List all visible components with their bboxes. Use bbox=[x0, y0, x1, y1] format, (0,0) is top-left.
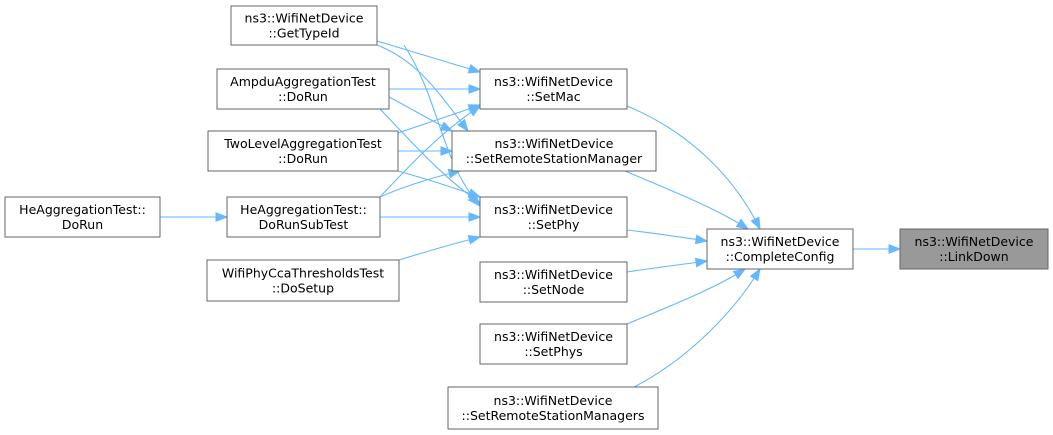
node-box bbox=[899, 228, 1049, 270]
node-box bbox=[479, 68, 628, 110]
edge-gettypeid-to-setmac bbox=[376, 40, 482, 74]
edge-setrsms-to-completeconfig bbox=[633, 267, 761, 388]
node-label-line: ::SetPhy bbox=[528, 217, 580, 232]
arrowhead-icon bbox=[467, 235, 482, 245]
node-label-line: HeAggregationTest:: bbox=[240, 202, 367, 217]
arrowhead-icon bbox=[468, 212, 482, 222]
node-box bbox=[226, 196, 381, 238]
edge-hesub-to-setrsm bbox=[379, 168, 462, 198]
node-label-line: ::GetTypeId bbox=[268, 26, 339, 41]
node-setrsms[interactable]: ns3::WifiNetDevice::SetRemoteStationMana… bbox=[447, 386, 659, 430]
node-box bbox=[479, 261, 628, 303]
node-label-line: ::LinkDown bbox=[939, 249, 1008, 264]
node-box bbox=[479, 323, 628, 365]
node-label-line: DoRun bbox=[62, 217, 103, 232]
arrowhead-icon bbox=[468, 84, 482, 94]
node-label-line: ns3::WifiNetDevice bbox=[721, 234, 840, 249]
node-hesub[interactable]: HeAggregationTest::DoRunSubTest bbox=[226, 196, 381, 238]
edge-setphy-to-completeconfig bbox=[626, 229, 709, 245]
arrowhead-icon bbox=[750, 216, 761, 231]
edge-ccathr-to-setphy bbox=[398, 235, 482, 261]
arrowhead-icon bbox=[749, 267, 761, 282]
arrowhead-icon bbox=[457, 118, 469, 133]
node-label-line: ns3::WifiNetDevice bbox=[494, 267, 613, 282]
arrowhead-icon bbox=[215, 212, 229, 222]
node-label-line: ns3::WifiNetDevice bbox=[915, 234, 1034, 249]
node-label-line: HeAggregationTest:: bbox=[19, 202, 146, 217]
node-label-line: ::CompleteConfig bbox=[726, 249, 835, 264]
node-setmac[interactable]: ns3::WifiNetDevice::SetMac bbox=[479, 68, 628, 110]
node-twolevel[interactable]: TwoLevelAggregationTest::DoRun bbox=[207, 130, 399, 172]
edge-hesub-to-setphy bbox=[380, 212, 482, 222]
arrowhead-icon bbox=[439, 121, 454, 132]
node-completeconfig[interactable]: ns3::WifiNetDevice::CompleteConfig bbox=[706, 228, 854, 270]
node-label-line: ::SetRemoteStationManagers bbox=[462, 408, 645, 423]
node-setphy[interactable]: ns3::WifiNetDevice::SetPhy bbox=[479, 196, 628, 238]
node-label-line: ::SetPhys bbox=[524, 344, 582, 359]
node-label-line: ::SetNode bbox=[523, 282, 585, 297]
arrowhead-icon bbox=[694, 234, 709, 245]
node-label-line: ::DoRun bbox=[278, 151, 328, 166]
edge-hesub-to-setmac bbox=[379, 105, 482, 198]
node-box bbox=[216, 68, 390, 110]
node-label-line: ::SetRemoteStationManager bbox=[466, 151, 643, 166]
node-box bbox=[230, 5, 378, 46]
node-label-line: TwoLevelAggregationTest bbox=[223, 136, 382, 151]
node-label-line: ::DoSetup bbox=[272, 281, 334, 296]
edge-setnode-to-completeconfig bbox=[626, 257, 709, 273]
node-linkdown: ns3::WifiNetDevice::LinkDown bbox=[899, 228, 1049, 270]
node-setnode[interactable]: ns3::WifiNetDevice::SetNode bbox=[479, 261, 628, 303]
node-label-line: ::SetMac bbox=[526, 89, 580, 104]
node-label-line: ::DoRun bbox=[278, 89, 328, 104]
nodes-layer: ns3::WifiNetDevice::LinkDownns3::WifiNet… bbox=[4, 5, 1049, 430]
node-box bbox=[451, 130, 657, 172]
node-label-line: ns3::WifiNetDevice bbox=[245, 11, 364, 26]
arrowhead-icon bbox=[888, 244, 902, 254]
node-box bbox=[706, 228, 854, 270]
edge-setrsm-to-completeconfig bbox=[624, 170, 750, 230]
arrowhead-icon bbox=[694, 257, 709, 268]
node-box bbox=[447, 386, 659, 430]
node-box bbox=[479, 196, 628, 238]
arrowhead-icon bbox=[732, 268, 747, 280]
node-label-line: ns3::WifiNetDevice bbox=[494, 202, 613, 217]
node-label-line: DoRunSubTest bbox=[259, 217, 349, 232]
node-label-line: ns3::WifiNetDevice bbox=[495, 136, 614, 151]
edge-hedorun-to-hesub bbox=[160, 212, 229, 222]
arrowhead-icon bbox=[467, 105, 482, 117]
node-hedorun[interactable]: HeAggregationTest::DoRun bbox=[4, 196, 161, 238]
node-box bbox=[207, 130, 399, 172]
arrowhead-icon bbox=[735, 218, 750, 230]
node-label-line: WifiPhyCcaThresholdsTest bbox=[222, 266, 384, 281]
node-ampdu[interactable]: AmpduAggregationTest::DoRun bbox=[216, 68, 390, 110]
edges-layer bbox=[160, 40, 902, 388]
edge-setphys-to-completeconfig bbox=[626, 268, 747, 325]
node-ccathr[interactable]: WifiPhyCcaThresholdsTest::DoSetup bbox=[206, 259, 400, 302]
node-label-line: ns3::WifiNetDevice bbox=[494, 74, 613, 89]
arrowhead-icon bbox=[467, 63, 482, 74]
arrowhead-icon bbox=[467, 188, 482, 198]
node-label-line: ns3::WifiNetDevice bbox=[494, 329, 613, 344]
node-setphys[interactable]: ns3::WifiNetDevice::SetPhys bbox=[479, 323, 628, 365]
node-label-line: ns3::WifiNetDevice bbox=[494, 393, 613, 408]
edge-gettypeid-to-setrsm bbox=[376, 44, 469, 133]
edge-twolevel-to-setphy bbox=[397, 170, 482, 198]
arrowhead-icon bbox=[440, 146, 454, 156]
node-label-line: AmpduAggregationTest bbox=[230, 74, 376, 89]
node-gettypeid[interactable]: ns3::WifiNetDevice::GetTypeId bbox=[230, 5, 378, 46]
edge-setmac-to-completeconfig bbox=[626, 105, 761, 231]
edge-ampdu-to-setmac bbox=[389, 84, 482, 94]
node-setrsm[interactable]: ns3::WifiNetDevice::SetRemoteStationMana… bbox=[451, 130, 657, 172]
node-box bbox=[4, 196, 161, 238]
edge-completeconfig-to-linkdown bbox=[853, 244, 902, 254]
node-box bbox=[206, 259, 400, 302]
